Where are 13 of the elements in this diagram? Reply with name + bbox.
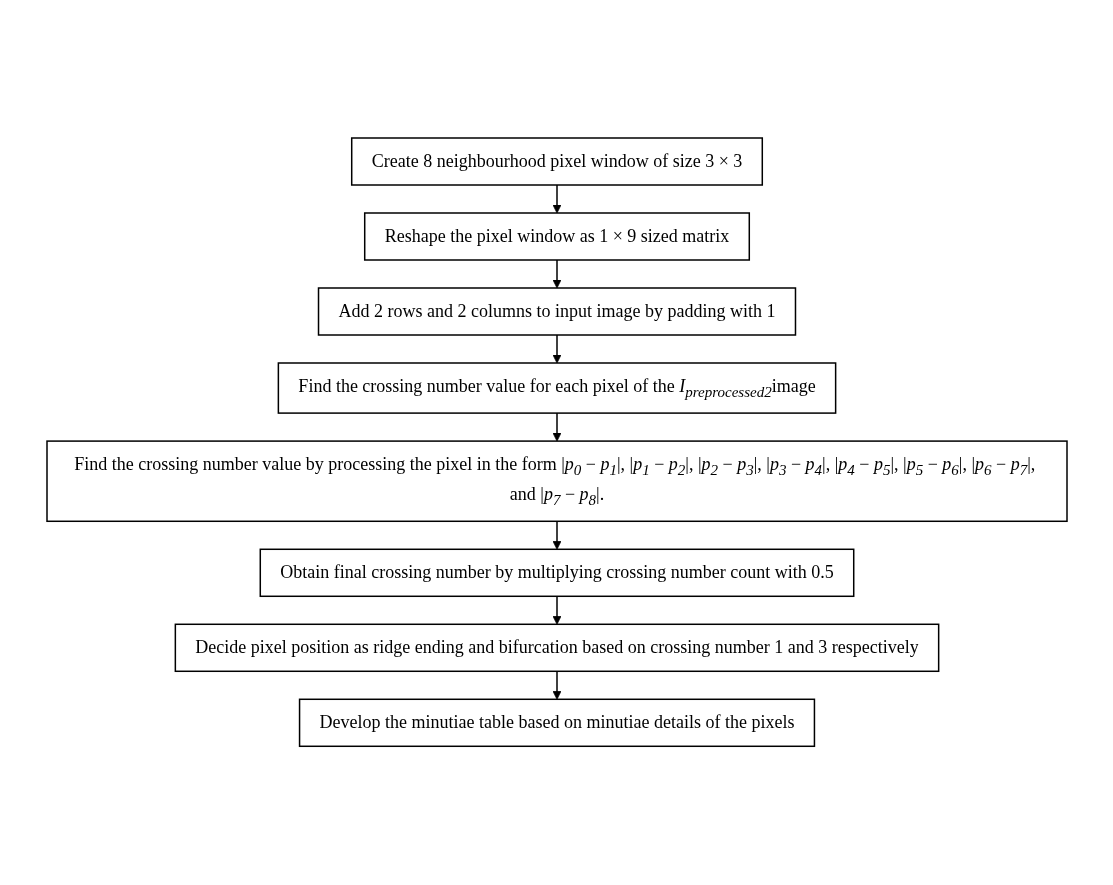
node-box: Add 2 rows and 2 columns to input image by padding with 1 [317,287,796,337]
node-box: Decide pixel position as ridge ending and bifurcation based on crossing number 1 and 3 respectively [174,623,939,673]
node-box: Reshape the pixel window as 1 × 9 sized matrix [363,212,750,262]
node-box: Obtain final crossing number by multiplying crossing number count with 0.5 [259,548,854,598]
arrow [552,184,561,214]
arrow [552,259,561,289]
node-box: Find the crossing number value by processing the pixel in the form |p$_{0}$ − p$_{1}$|, |p$_{1}$ − p$_{2}$|, |p$_{2}$ − p$_{3}$|, |p$_{3}$ − p$_{4}$|, |p$_{4}$ − p$_{5}$|, |p$_{5}$ − p$_{6}$|, |p$_{6}$ − p$_{7}$|, and |p$_{7}$ − p$_{8}$|. [45,440,1068,523]
node-box: Create 8 neighbourhood pixel window of size 3 × 3 [350,137,763,187]
arrow [552,412,561,442]
arrow [552,595,561,626]
arrow [552,334,561,364]
node-box: Develop the minutiae table based on minutiae details of the pixels [298,698,815,748]
node-box: Find the crossing number value for each pixel of the I$_{preprocessed2}$image [277,362,836,415]
